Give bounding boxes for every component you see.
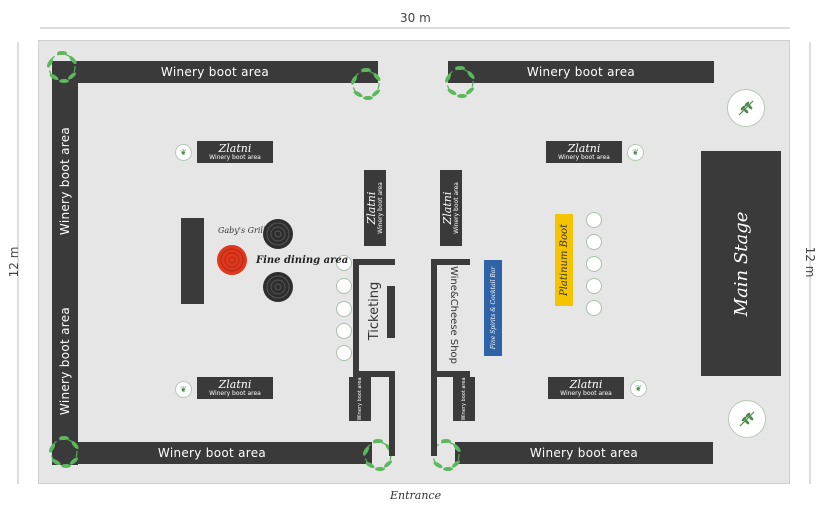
- fine-dining-area-label: Fine dining area: [256, 255, 349, 266]
- ticketing-label: Ticketing: [366, 281, 382, 341]
- winery-boot-area-bottom-right[interactable]: Winery boot area: [455, 442, 713, 464]
- fine-spirits-cocktail-bar[interactable]: Fine Spirits & Cocktail Bar: [484, 260, 502, 356]
- zlatni-booth-bottom-left[interactable]: Zlatni Winery boot area: [197, 377, 273, 399]
- seat-icon: [586, 278, 602, 294]
- zlatni-label: Zlatni: [569, 378, 603, 391]
- zlatni-sublabel: Winery boot area: [209, 390, 261, 397]
- zlatni-label: Zlatni: [567, 142, 601, 155]
- seat-icon: [586, 300, 602, 316]
- olive-branch-icon: [728, 400, 766, 438]
- dining-table-icon[interactable]: [262, 271, 294, 303]
- main-stage-label: Main Stage: [730, 211, 752, 317]
- zlatni-sublabel: Winery boot area: [560, 390, 612, 397]
- winery-boot-area-label: Winery boot area: [526, 65, 636, 79]
- seat-icon: [586, 212, 602, 228]
- fine-spirits-label: Fine Spirits & Cocktail Bar: [489, 266, 497, 350]
- olive-branch-icon: ❦: [175, 381, 192, 398]
- winery-boot-area-label: Winery boot area: [160, 65, 270, 79]
- seat-icon: [336, 255, 352, 271]
- seat-icon: [336, 301, 352, 317]
- zlatni-booth-bottom-right[interactable]: Zlatni Winery boot area: [548, 377, 624, 399]
- seat-icon: [336, 278, 352, 294]
- platinum-boot[interactable]: Platinum Boot: [555, 214, 573, 306]
- grill-counter[interactable]: [181, 218, 204, 304]
- zlatni-label: Zlatni: [218, 378, 252, 391]
- dining-table-icon[interactable]: [262, 218, 294, 250]
- zlatni-sublabel: Winery boot area: [558, 154, 610, 161]
- zlatni-sublabel: Winery boot area: [209, 154, 261, 161]
- winery-boot-area-label: Winery boot area: [157, 446, 267, 460]
- width-dimension-label: 30 m: [400, 11, 431, 25]
- ticketing-counter[interactable]: [387, 286, 395, 338]
- zlatni-label: Zlatni: [218, 142, 252, 155]
- grill-icon[interactable]: [216, 244, 248, 276]
- winery-boot-area-top-left[interactable]: Winery boot area: [52, 61, 378, 83]
- entrance-label: Entrance: [390, 489, 442, 502]
- winery-booth-small-right[interactable]: Winery boot area: [453, 377, 475, 421]
- winery-boot-area-label: Winery boot area: [529, 446, 639, 460]
- winery-boot-area-left-wall[interactable]: [52, 61, 78, 465]
- zlatni-booth-center-left[interactable]: Zlatni Winery boot area: [364, 170, 386, 246]
- olive-branch-icon: ❦: [175, 144, 192, 161]
- zlatni-booth-top-right[interactable]: Zlatni Winery boot area: [546, 141, 622, 163]
- winery-boot-area-top-right[interactable]: Winery boot area: [448, 61, 714, 83]
- seat-icon: [336, 345, 352, 361]
- olive-branch-icon: ❦: [627, 144, 644, 161]
- zlatni-booth-top-left[interactable]: Zlatni Winery boot area: [197, 141, 273, 163]
- winery-booth-small-left[interactable]: Winery boot area: [349, 377, 371, 421]
- gabys-grill-label: Gaby's Grill: [218, 226, 266, 235]
- seat-icon: [336, 323, 352, 339]
- platinum-boot-label: Platinum Boot: [558, 223, 570, 297]
- olive-branch-icon: [727, 89, 765, 127]
- zlatni-booth-center-right[interactable]: Zlatni Winery boot area: [440, 170, 462, 246]
- seat-icon: [586, 256, 602, 272]
- seat-icon: [586, 234, 602, 250]
- main-stage[interactable]: Main Stage: [701, 151, 781, 376]
- venue-floor: [38, 40, 790, 484]
- wine-cheese-shop-label: Wine&Cheese Shop: [448, 265, 460, 365]
- winery-boot-area-bottom-left[interactable]: Winery boot area: [52, 442, 372, 464]
- olive-branch-icon: ❦: [630, 380, 647, 397]
